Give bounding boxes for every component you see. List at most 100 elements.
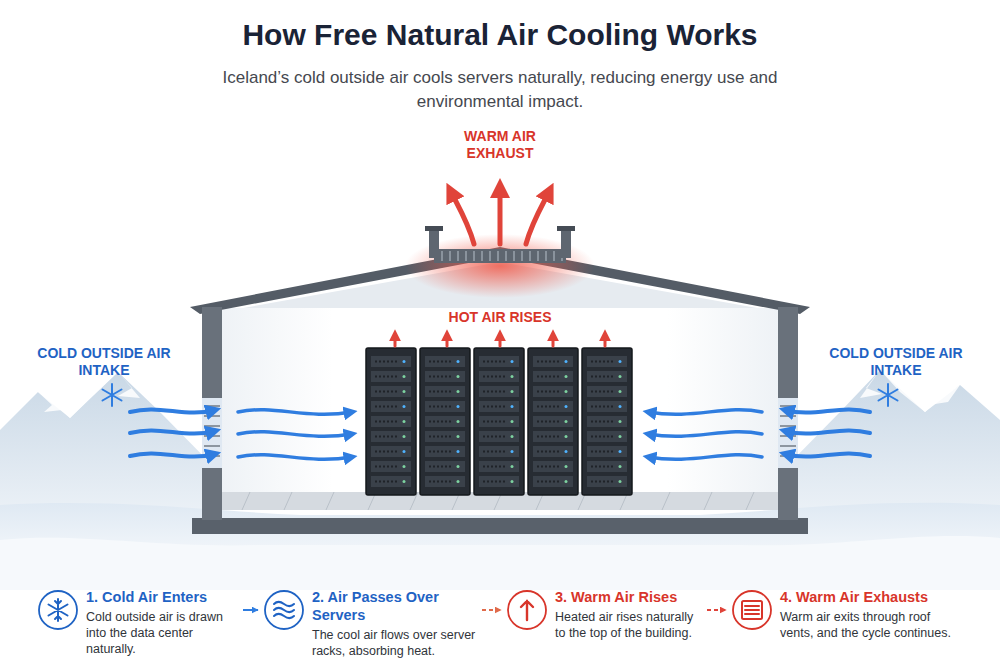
icon-glyph <box>49 599 68 621</box>
snow-ground <box>0 503 1000 590</box>
floor-tile-line <box>284 492 292 510</box>
rack-vent <box>591 451 614 453</box>
rack-unit <box>587 416 627 427</box>
rack-unit <box>425 446 465 457</box>
rack-light <box>565 375 568 378</box>
rack-vent <box>429 481 452 483</box>
roof-vent-slat <box>481 251 483 261</box>
server-rack <box>582 348 632 495</box>
icon-glyph <box>521 601 533 620</box>
exhaust-arrows <box>450 186 550 244</box>
rack-unit <box>425 416 465 427</box>
rack-unit <box>371 371 411 382</box>
step-box: 3. Warm Air RisesHeated air rises natura… <box>505 588 705 641</box>
roof-vent-slat <box>505 251 507 261</box>
rack-unit <box>425 371 465 382</box>
rack-light <box>619 465 622 468</box>
step-box: 1. Cold Air EntersCold outside air is dr… <box>36 588 241 657</box>
wall-vent-slat <box>780 405 796 407</box>
rack-vent <box>375 421 398 423</box>
rack-vent <box>537 361 560 363</box>
rack-vent <box>591 421 614 423</box>
rack-vent <box>375 376 398 378</box>
rack-light <box>457 405 460 408</box>
rack-light <box>457 465 460 468</box>
rack-vent <box>483 421 506 423</box>
rack-light <box>511 390 514 393</box>
step-heading: 2. Air Passes Over Servers <box>312 588 480 624</box>
rack-unit <box>587 356 627 367</box>
wall-vent-slat <box>780 415 796 417</box>
rack-unit <box>479 416 519 427</box>
step-heading: 1. Cold Air Enters <box>86 588 241 606</box>
floor-tile-line <box>326 492 334 510</box>
rack-vent <box>591 391 614 393</box>
rack-vent <box>537 421 560 423</box>
rack-light <box>565 435 568 438</box>
rack-light <box>511 450 514 453</box>
hot-air-label: HOT AIR RISES <box>380 309 620 326</box>
rack-light <box>619 450 622 453</box>
rack-unit <box>533 416 573 427</box>
rack-light <box>565 465 568 468</box>
rack-unit <box>425 431 465 442</box>
roof-vent-slat <box>497 251 499 261</box>
icon-ring <box>733 591 771 629</box>
rack-light <box>457 375 460 378</box>
floor-tile-line <box>662 492 670 510</box>
roof-vent-slat <box>529 251 531 261</box>
rack-vent <box>483 376 506 378</box>
rack-vent <box>375 406 398 408</box>
rack-vent <box>375 481 398 483</box>
rack-light <box>619 405 622 408</box>
snowflake-glyph <box>49 599 68 621</box>
rack-unit <box>587 431 627 442</box>
rack-unit <box>371 461 411 472</box>
rack-vent <box>537 406 560 408</box>
rack-light <box>403 450 406 453</box>
rack-light <box>403 390 406 393</box>
rack-unit <box>371 476 411 487</box>
rack-vent <box>591 361 614 363</box>
rack-unit <box>479 461 519 472</box>
rack-vent <box>375 451 398 453</box>
step-connector <box>707 609 726 611</box>
rack-unit <box>587 446 627 457</box>
rack-vent <box>591 436 614 438</box>
rack-light <box>511 420 514 423</box>
snowflake-icons <box>103 384 898 406</box>
rack-light <box>565 450 568 453</box>
rack-light <box>565 480 568 483</box>
rack-unit <box>371 416 411 427</box>
rack-vent <box>537 376 560 378</box>
diagram-caption: Iceland’s cold outside air cools servers… <box>200 66 800 114</box>
rack-vent <box>591 466 614 468</box>
rack-light <box>457 450 460 453</box>
rack-light <box>511 360 514 363</box>
rack-unit <box>587 461 627 472</box>
rack-unit <box>587 401 627 412</box>
rack-unit <box>587 386 627 397</box>
rack-vent <box>537 391 560 393</box>
rack-light <box>511 435 514 438</box>
roof-vent-slat <box>489 251 491 261</box>
rack-vent <box>375 361 398 363</box>
rack-vent <box>537 451 560 453</box>
step-icon <box>505 588 549 632</box>
rack-unit <box>479 356 519 367</box>
rack-unit <box>425 386 465 397</box>
rack-unit <box>533 476 573 487</box>
rack-vent <box>429 451 452 453</box>
rack-vent <box>537 481 560 483</box>
rack-light <box>565 405 568 408</box>
rack-unit <box>479 371 519 382</box>
rack-light <box>565 420 568 423</box>
step-connector <box>243 609 258 611</box>
exhaust-label: WARM AIR EXHAUST <box>440 128 560 162</box>
rack-light <box>619 375 622 378</box>
roof-vent-slat <box>449 251 451 261</box>
rack-vent <box>537 436 560 438</box>
wall-vent-slat <box>204 445 220 447</box>
rack-unit <box>533 356 573 367</box>
